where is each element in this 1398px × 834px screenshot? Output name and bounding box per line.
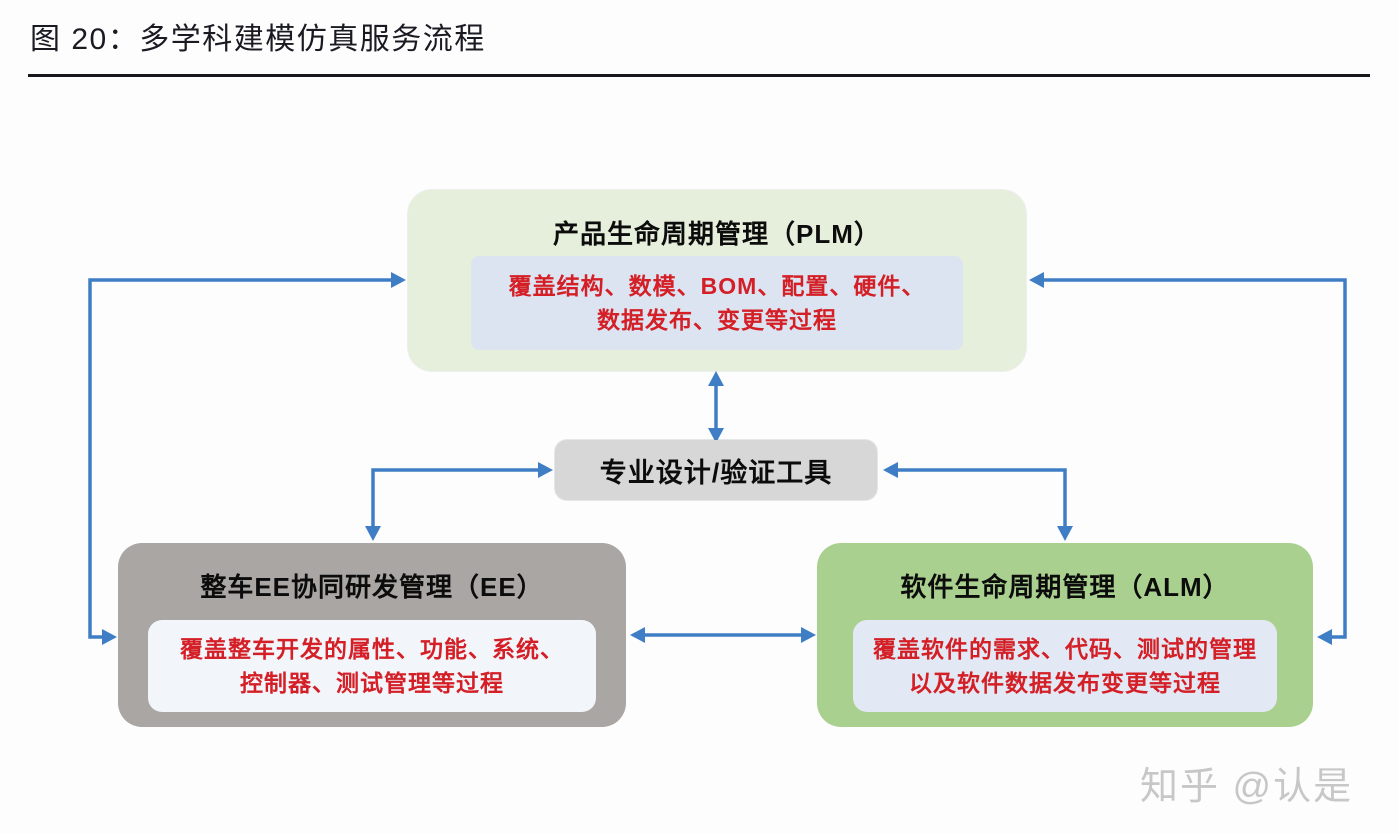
node-design-verification-tools: 专业设计/验证工具: [555, 440, 877, 500]
node-tools-title: 专业设计/验证工具: [599, 457, 833, 488]
node-alm-detail-line1: 覆盖软件的需求、代码、测试的管理: [873, 636, 1257, 662]
node-ee-detail-line2: 控制器、测试管理等过程: [240, 670, 504, 696]
node-plm-detail-line2: 数据发布、变更等过程: [597, 307, 837, 333]
arrow-ee-alm-icon: [630, 627, 816, 643]
node-ee-detail-panel: 覆盖整车开发的属性、功能、系统、 控制器、测试管理等过程: [148, 620, 596, 712]
node-ee-detail-line1: 覆盖整车开发的属性、功能、系统、: [180, 636, 564, 662]
node-alm-detail-panel: 覆盖软件的需求、代码、测试的管理 以及软件数据发布变更等过程: [853, 620, 1277, 712]
node-ee: 整车EE协同研发管理（EE） 覆盖整车开发的属性、功能、系统、 控制器、测试管理…: [118, 543, 626, 727]
title-underline: [28, 74, 1370, 77]
node-plm: 产品生命周期管理（PLM） 覆盖结构、数模、BOM、配置、硬件、 数据发布、变更…: [408, 190, 1026, 371]
node-ee-title: 整车EE协同研发管理（EE）: [200, 572, 544, 602]
arrow-tools-alm-icon: [883, 462, 1073, 541]
node-plm-detail-line1: 覆盖结构、数模、BOM、配置、硬件、: [508, 273, 926, 299]
node-plm-title: 产品生命周期管理（PLM）: [553, 219, 881, 249]
node-alm-title: 软件生命周期管理（ALM）: [900, 572, 1230, 602]
arrow-plm-tools-icon: [708, 371, 724, 443]
arrow-tools-ee-icon: [365, 462, 553, 541]
node-alm-detail-line2: 以及软件数据发布变更等过程: [909, 670, 1221, 696]
node-plm-detail-panel: 覆盖结构、数模、BOM、配置、硬件、 数据发布、变更等过程: [471, 256, 963, 350]
figure-title: 图 20：多学科建模仿真服务流程: [30, 23, 486, 56]
node-alm: 软件生命周期管理（ALM） 覆盖软件的需求、代码、测试的管理 以及软件数据发布变…: [817, 543, 1313, 727]
watermark: 知乎 @认是: [1140, 766, 1354, 808]
